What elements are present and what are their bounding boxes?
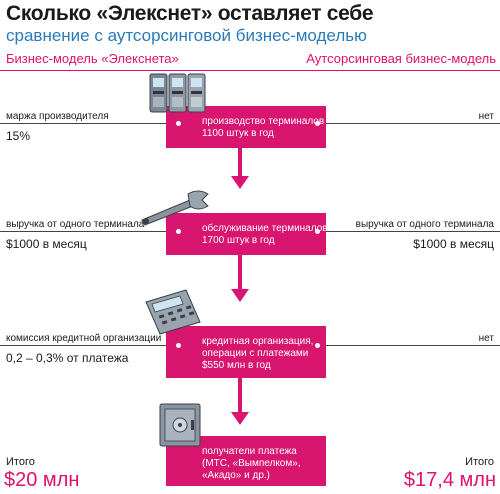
step-2-line-2: 1700 штук в год (202, 235, 275, 246)
step-4-line-2: (МТС, «Вымпелком», (202, 458, 301, 469)
flow-connector-1 (238, 148, 242, 178)
step-2-left-label: выручка от одного терминала (6, 219, 145, 230)
step-3-left-value: 0,2 – 0,3% от платежа (6, 351, 129, 365)
step-1-dot-right (315, 121, 320, 126)
step-1-dot-left (176, 121, 181, 126)
header-divider (0, 70, 500, 71)
step-4-line-1: получатели платежа (202, 446, 297, 457)
step-2-line-right (326, 231, 500, 232)
step-2-line-left (0, 231, 166, 232)
step-3-right-label: нет (478, 333, 494, 344)
step-2-dot-left (176, 229, 181, 234)
model-right-heading: Аутсорсинговая бизнес-модель (306, 51, 496, 66)
step-1-line-left (0, 123, 166, 124)
step-2-left-value: $1000 в месяц (6, 237, 87, 251)
step-1-left-value: 15% (6, 129, 31, 143)
flow-connector-3 (238, 376, 242, 414)
total-left-value: $20 млн (4, 469, 80, 491)
step-2-right-value: $1000 в месяц (413, 237, 494, 251)
step-3-line-1: кредитная организация, (202, 336, 314, 347)
step-3-box: кредитная организация, операции с платеж… (166, 326, 326, 378)
step-3-dot-right (315, 343, 320, 348)
step-1-box: производство терминалов 1100 штук в год (166, 106, 326, 148)
step-1-right-label: нет (478, 111, 494, 122)
step-2-dot-right (315, 229, 320, 234)
terminals-icon (148, 70, 212, 123)
flow-arrow-1 (231, 176, 249, 189)
wrench-icon (138, 190, 218, 231)
step-3-dot-left (176, 343, 181, 348)
model-left-heading: Бизнес-модель «Элекснета» (6, 51, 179, 66)
step-1-line-right (326, 123, 500, 124)
step-1-left-label: маржа производителя (6, 111, 109, 122)
step-3-line-left (0, 345, 166, 346)
safe-icon (156, 400, 206, 455)
step-4-line-3: «Акадо» и др.) (202, 470, 270, 481)
step-3-line-2: операции с платежами (202, 348, 309, 359)
step-1-line-2: 1100 штук в год (202, 128, 274, 139)
flow-arrow-3 (231, 412, 249, 425)
page-subtitle: сравнение с аутсорсинговой бизнес-модель… (6, 26, 367, 45)
flow-connector-2 (238, 253, 242, 291)
step-2-box: обслуживание терминалов 1700 штук в год (166, 213, 328, 255)
step-3-line-3: $550 млн в год (202, 360, 271, 371)
step-1-line-1: производство терминалов (202, 116, 325, 127)
flow-arrow-2 (231, 289, 249, 302)
step-3-left-label: комиссия кредитной организации (6, 333, 162, 344)
step-3-line-right (326, 345, 500, 346)
calculator-icon (142, 288, 204, 341)
total-left-label: Итого (6, 456, 35, 468)
page-title: Сколько «Элекснет» оставляет себе (6, 2, 374, 25)
step-2-right-label: выручка от одного терминала (355, 219, 494, 230)
total-right-label: Итого (465, 456, 494, 468)
total-right-value: $17,4 млн (403, 469, 496, 491)
step-2-line-1: обслуживание терминалов (202, 223, 328, 234)
